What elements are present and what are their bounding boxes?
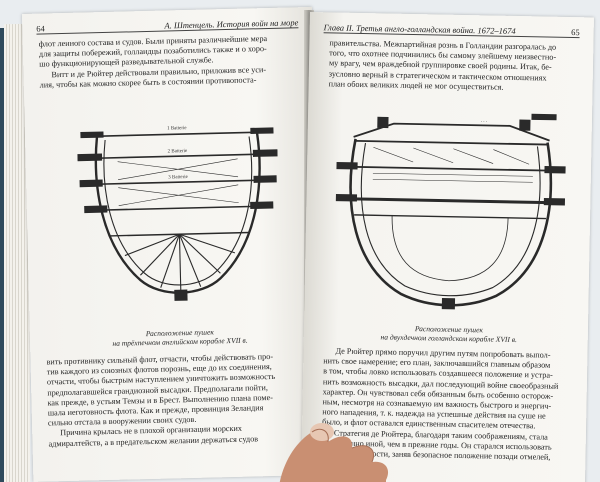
right-page-number: 65 xyxy=(571,27,580,38)
ship-section-figure: 1 Batterie 2 Batterie 3 Batterie xyxy=(76,92,281,315)
right-running-head: Глава II. Третья англо-голландская война… xyxy=(323,18,580,39)
right-top-text: правительства. Межпартийная рознь в Голл… xyxy=(329,38,580,94)
left-figure-caption: Расположение пушек на трёхпечном английс… xyxy=(70,326,290,349)
right-page: Глава II. Третья англо-голландская война… xyxy=(300,12,594,482)
left-page: 64 А. Штенцель. История войн на море фло… xyxy=(22,6,324,482)
left-running-head: 64 А. Штенцель. История войн на море xyxy=(36,13,299,35)
deck-label: 2 Batterie xyxy=(168,149,188,154)
ship-section-drawing: 1 Batterie 2 Batterie 3 Batterie xyxy=(76,126,279,301)
left-running-title: А. Штенцель. История войн на море xyxy=(164,17,299,31)
svg-text:∙ ∙ ∙: ∙ ∙ ∙ xyxy=(481,120,487,125)
left-top-text: флот ленного состава и судов. Были приня… xyxy=(39,33,300,90)
right-figure-caption: Расположение пушек на двухдечном голланд… xyxy=(334,323,564,345)
deck-label: 1 Batterie xyxy=(167,126,187,131)
ship-section-drawing: ∙ ∙ ∙ xyxy=(335,113,566,310)
hand-drawing xyxy=(279,423,389,482)
right-running-title: Глава II. Третья англо-голландская война… xyxy=(323,22,516,36)
left-page-number: 64 xyxy=(36,23,45,34)
ship-section-figure: ∙ ∙ ∙ xyxy=(330,96,570,318)
hand xyxy=(268,402,398,482)
deck-label: 3 Batterie xyxy=(168,175,188,180)
